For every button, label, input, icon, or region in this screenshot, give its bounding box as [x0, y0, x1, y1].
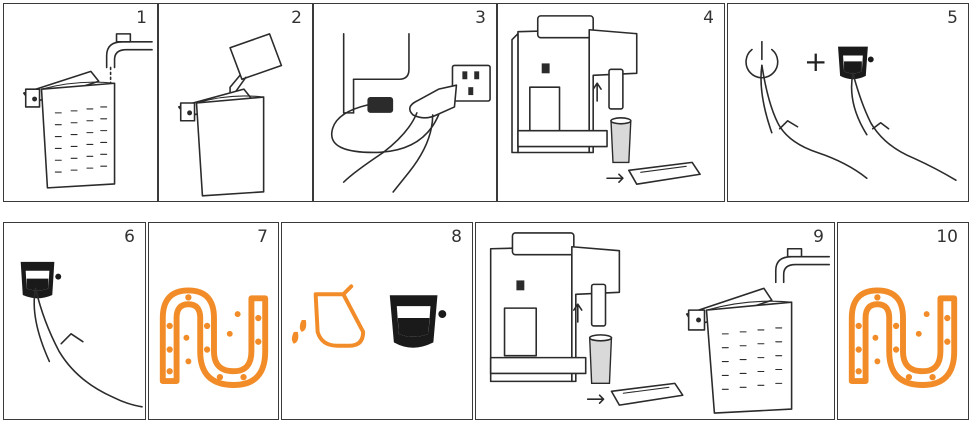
- step-number: 9: [813, 227, 824, 247]
- wall-socket: [451, 64, 491, 102]
- power-and-cup-illustration: [745, 40, 957, 182]
- step-number: 1: [136, 8, 147, 28]
- water-tank: [685, 287, 793, 414]
- machine-side: [342, 32, 410, 114]
- pointing-hand-icon: [850, 72, 957, 182]
- espresso-cup-icon: [389, 295, 447, 348]
- rinse-pipe-icon: [848, 287, 958, 388]
- drip-tray: [586, 382, 684, 406]
- water-tank: [177, 88, 265, 197]
- pointing-hand-icon: [342, 84, 458, 193]
- step-panel-9: 9: [475, 222, 835, 420]
- pointing-hand-icon: [33, 287, 143, 408]
- step-panel-3: 3: [313, 3, 497, 202]
- plus-sign: +: [804, 45, 828, 78]
- water-tap-icon: [774, 247, 831, 284]
- step-number: 5: [947, 8, 958, 28]
- step-panel-7: 7: [148, 222, 279, 420]
- water-tank: [22, 70, 116, 189]
- power-cable: [331, 97, 440, 154]
- plug-in-illustration: [331, 32, 491, 193]
- descaler-pour-illustration: [177, 33, 283, 197]
- power-icon: [745, 40, 779, 79]
- step-number: 6: [124, 227, 135, 247]
- step-number: 4: [703, 8, 714, 28]
- descale-cycle-illustration: [291, 284, 447, 348]
- step-number: 10: [936, 227, 958, 247]
- step-panel-4: 4: [497, 3, 725, 202]
- espresso-cup-icon: [20, 261, 62, 299]
- water-tap-icon: [105, 33, 153, 87]
- machine-and-tank-illustration: [489, 232, 831, 414]
- machine-illustration: [511, 15, 701, 185]
- step-number: 8: [451, 227, 462, 247]
- rinse-pipe-icon: [159, 287, 269, 388]
- coffee-machine: [489, 232, 621, 383]
- step-panel-2: 2: [158, 3, 313, 202]
- coffee-machine: [511, 15, 638, 154]
- step-panel-5: 5 +: [727, 3, 969, 202]
- step-panel-8: 8: [281, 222, 473, 420]
- step-panel-10: 10: [837, 222, 969, 420]
- espresso-cup-icon: [838, 46, 874, 80]
- drip-tray: [606, 161, 701, 185]
- step-number: 3: [475, 8, 486, 28]
- step-panel-1: 1: [3, 3, 158, 202]
- glass-cup: [588, 334, 613, 385]
- water-tank-fill-illustration: [22, 33, 153, 189]
- descaler-sachet: [229, 33, 283, 98]
- step-panel-6: 6: [3, 222, 146, 420]
- step-number: 2: [291, 8, 302, 28]
- press-cup-button-illustration: [20, 261, 143, 408]
- step-number: 7: [257, 227, 268, 247]
- pointing-hand-icon: [760, 64, 868, 180]
- descaling-drops-icon: [291, 284, 366, 348]
- glass-cup: [610, 117, 632, 164]
